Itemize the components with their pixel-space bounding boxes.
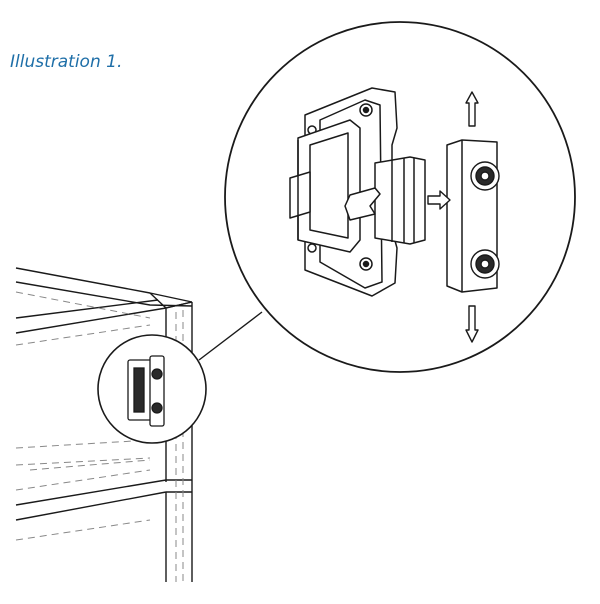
cabinet-hidden-lines [15,291,184,582]
callout-leader-line [198,311,263,361]
small-bracket-drawing [127,355,165,427]
screw-top [470,161,500,191]
up-arrow [465,91,479,127]
down-arrow [465,305,479,343]
cabinet-drawing [15,267,193,582]
right-arrow [427,190,451,210]
clip-block [344,156,426,245]
screw-bottom [470,249,500,279]
illustration-caption: Illustration 1. [10,52,123,72]
